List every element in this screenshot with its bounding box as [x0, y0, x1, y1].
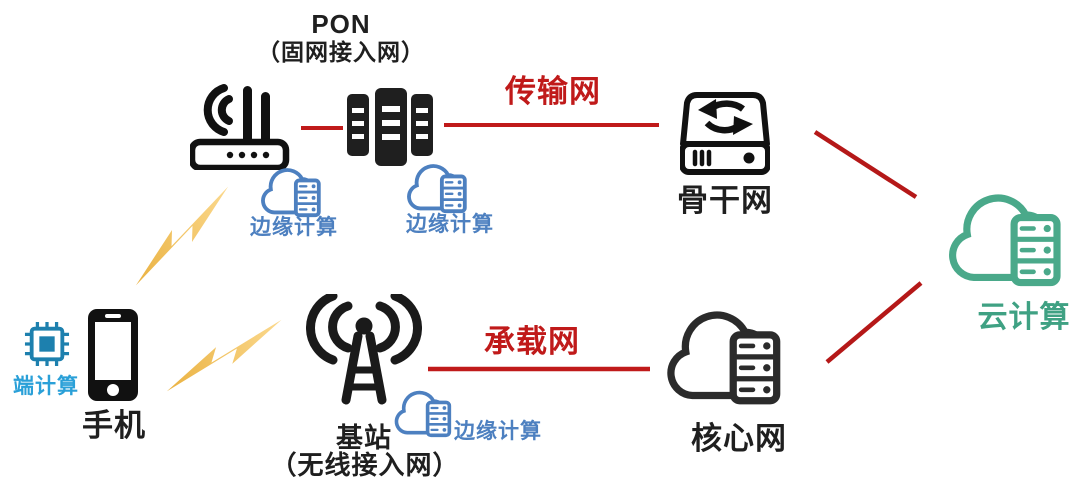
hdd-sync-icon	[680, 92, 770, 175]
wifi-router-icon	[190, 84, 290, 170]
phone-label: 手机	[82, 408, 146, 443]
backbone-to-cloud-line	[813, 130, 918, 199]
backbone-label: 骨干网	[677, 183, 773, 218]
core-to-cloud-line	[825, 281, 923, 364]
cloud-server-icon	[940, 181, 1070, 288]
server-rack-icon	[347, 88, 433, 166]
cloud-server-icon	[261, 168, 321, 218]
cloud-server-icon	[407, 164, 467, 214]
pon-title: PON	[311, 9, 371, 39]
cpu-chip-icon	[24, 321, 70, 367]
device-compute-label: 端计算	[13, 375, 79, 398]
signal-tower-icon	[306, 294, 422, 405]
cloud-computing-label: 云计算	[977, 301, 1071, 334]
edge-compute-label: 边缘计算	[250, 216, 338, 239]
cloud-server-icon	[658, 298, 790, 406]
base-station-subtitle: （无线接入网）	[270, 450, 460, 480]
bearer-network-label: 承载网	[484, 324, 580, 359]
smartphone-icon	[88, 309, 138, 401]
core-network-label: 核心网	[691, 421, 787, 456]
base-station-label: 基站	[336, 423, 392, 453]
transport-network-label: 传输网	[505, 74, 601, 109]
pon-subtitle: （固网接入网）	[257, 39, 425, 65]
lightning-bolt-icon	[156, 319, 292, 392]
edge-compute-label: 边缘计算	[406, 213, 494, 236]
edge-compute-label: 边缘计算	[454, 420, 542, 443]
